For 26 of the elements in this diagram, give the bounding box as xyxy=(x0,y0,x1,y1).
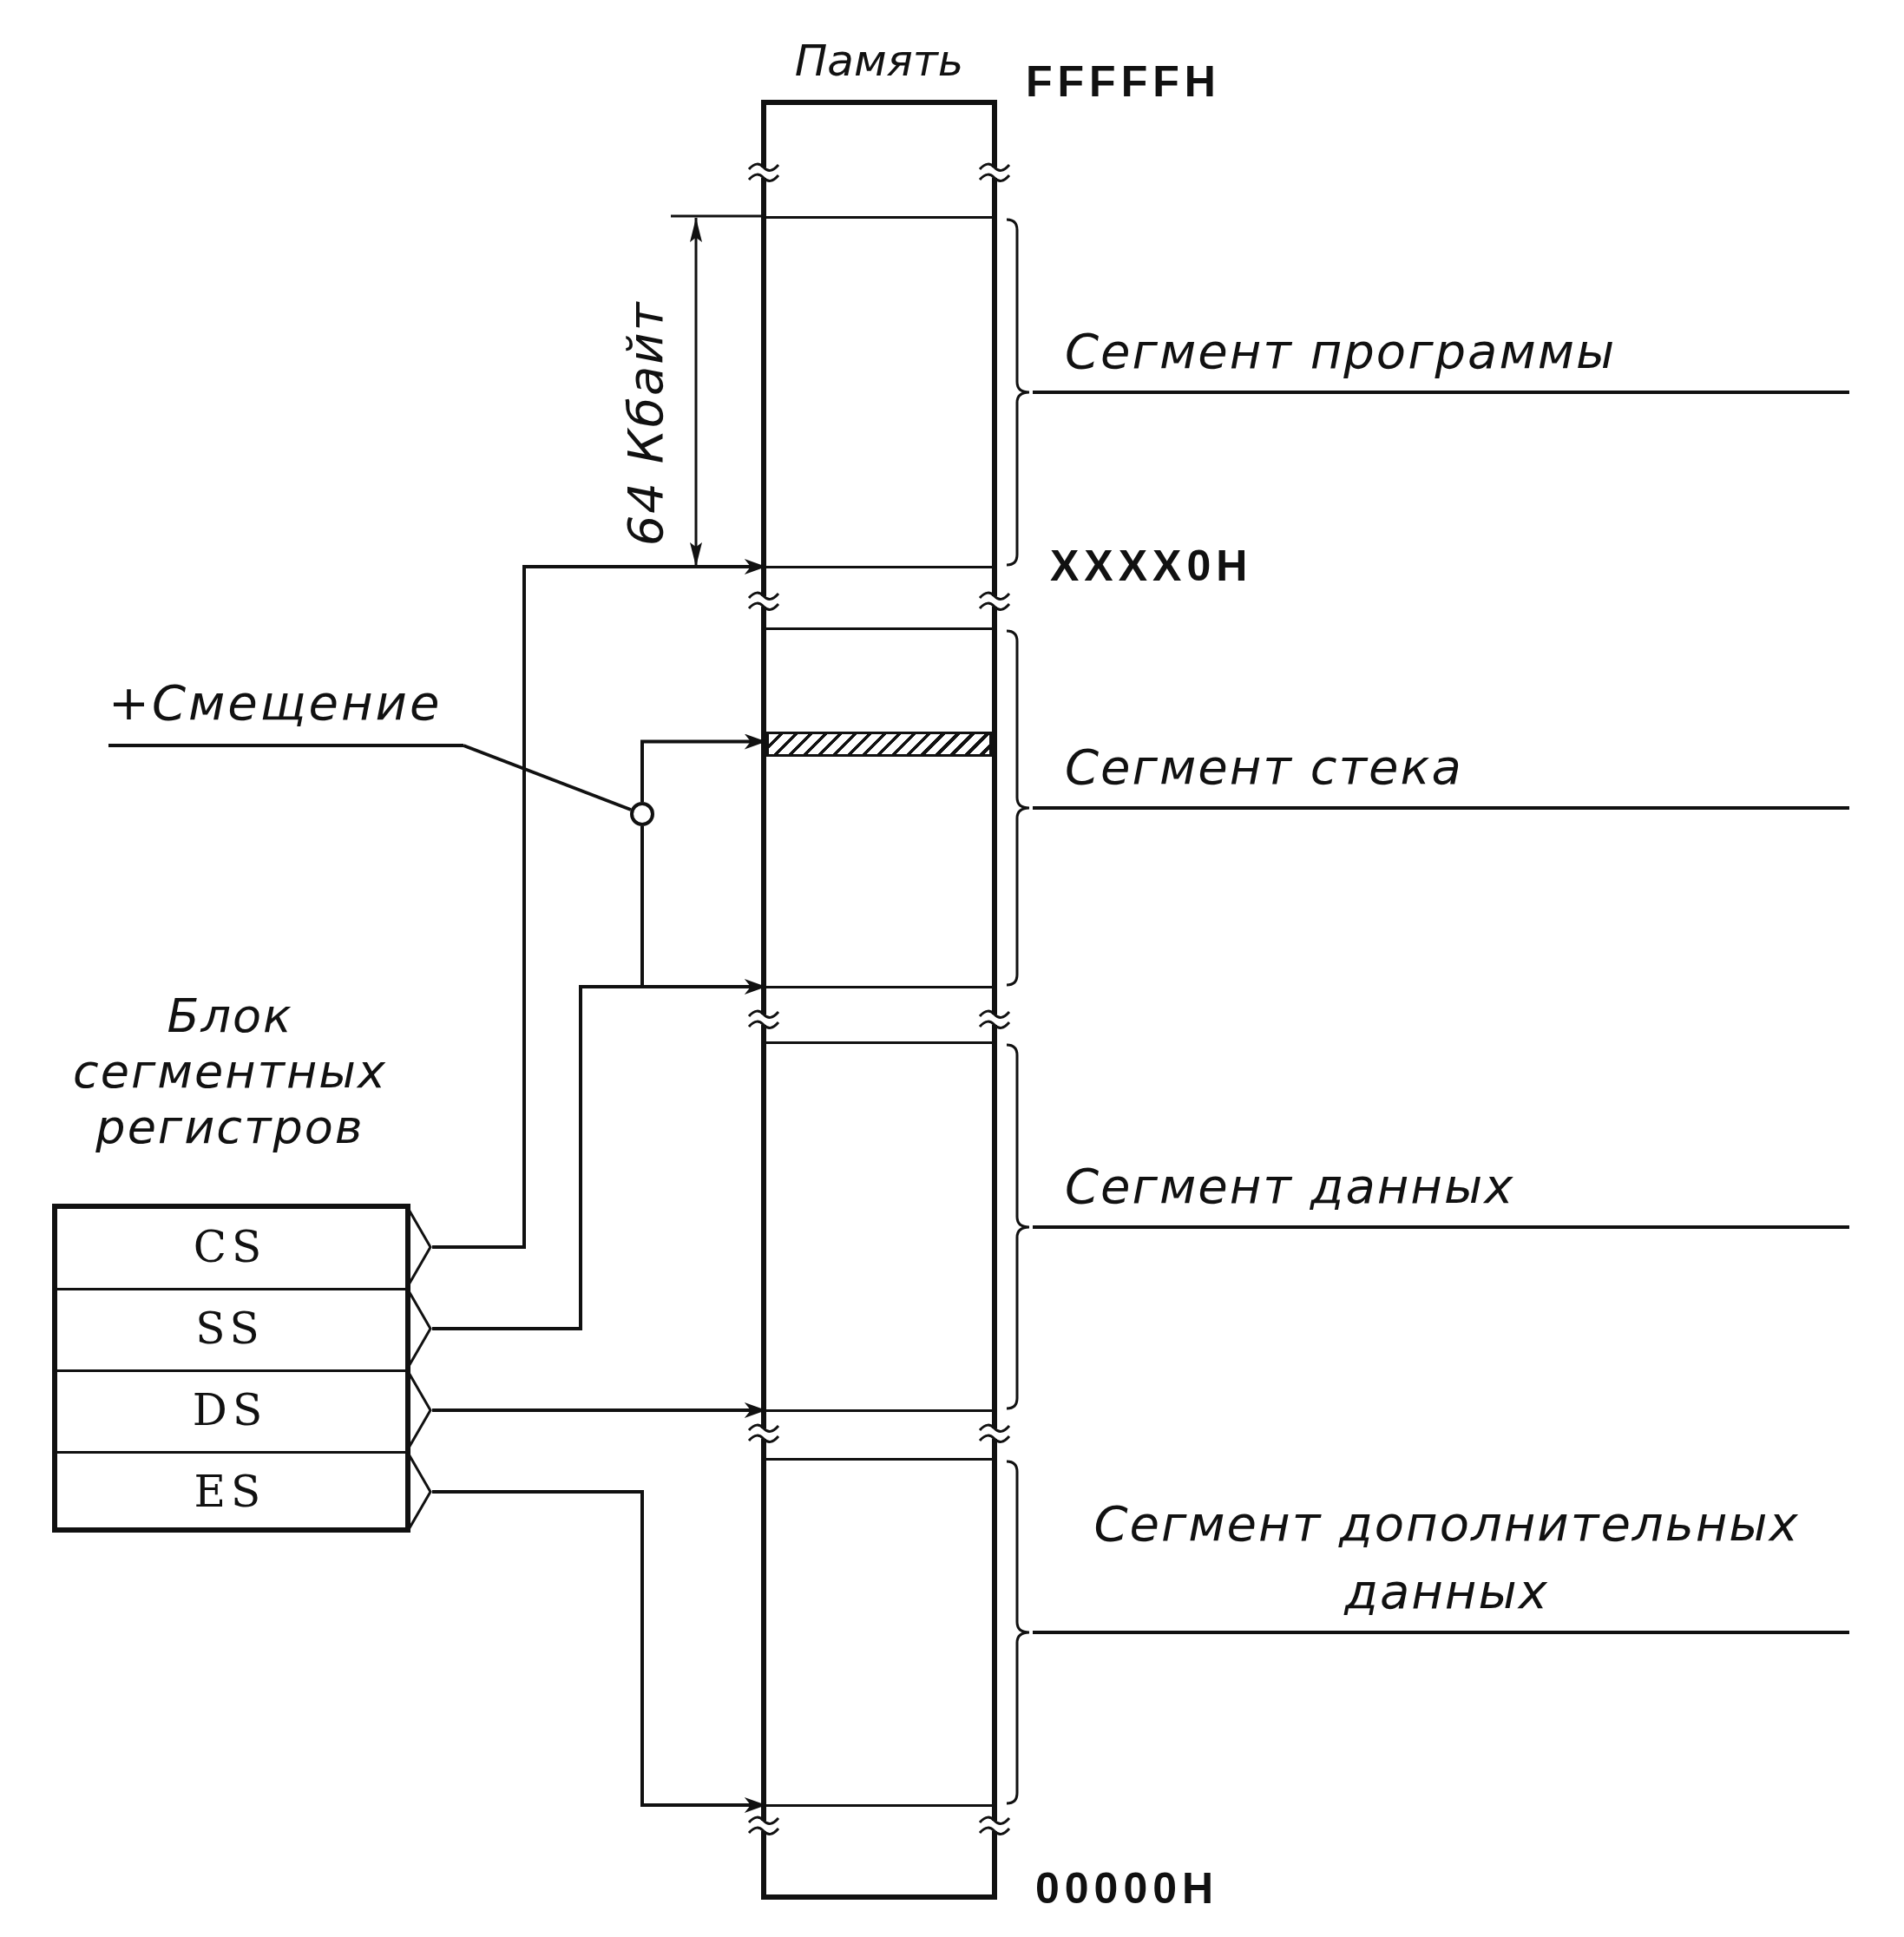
register-row: SS xyxy=(52,1288,432,1369)
block-title: Блок сегментных регистров xyxy=(72,988,388,1155)
column-title: Память xyxy=(793,35,965,87)
memory-segment xyxy=(766,627,992,988)
connector-line xyxy=(463,744,632,811)
address-label: XXXX0H xyxy=(1050,541,1253,592)
address-label: FFFFFH xyxy=(1026,56,1221,108)
dimension-label: 64 Кбайт xyxy=(618,300,673,547)
segment-label: Сегмент дополнительных данных xyxy=(1093,1494,1801,1621)
segment-label: Сегмент данных xyxy=(1065,1157,1515,1216)
junction-circle xyxy=(630,802,654,826)
memory-segment xyxy=(766,216,992,568)
register-row: ES xyxy=(52,1451,432,1533)
register-row: CS xyxy=(52,1206,432,1288)
memory-segment xyxy=(766,1458,992,1807)
arrow xyxy=(432,1402,766,1418)
hatched-memory-cell xyxy=(766,732,992,757)
memory-segment xyxy=(766,1041,992,1412)
address-label: 00000H xyxy=(1035,1863,1219,1914)
segment-label: Сегмент стека xyxy=(1065,738,1463,797)
register-row: DS xyxy=(52,1369,432,1451)
arrow xyxy=(432,559,766,1249)
offset-label: +Смещение xyxy=(108,673,463,747)
arrow xyxy=(432,1490,766,1813)
connector-line xyxy=(432,826,644,1330)
segment-label: Сегмент программы xyxy=(1065,322,1617,381)
